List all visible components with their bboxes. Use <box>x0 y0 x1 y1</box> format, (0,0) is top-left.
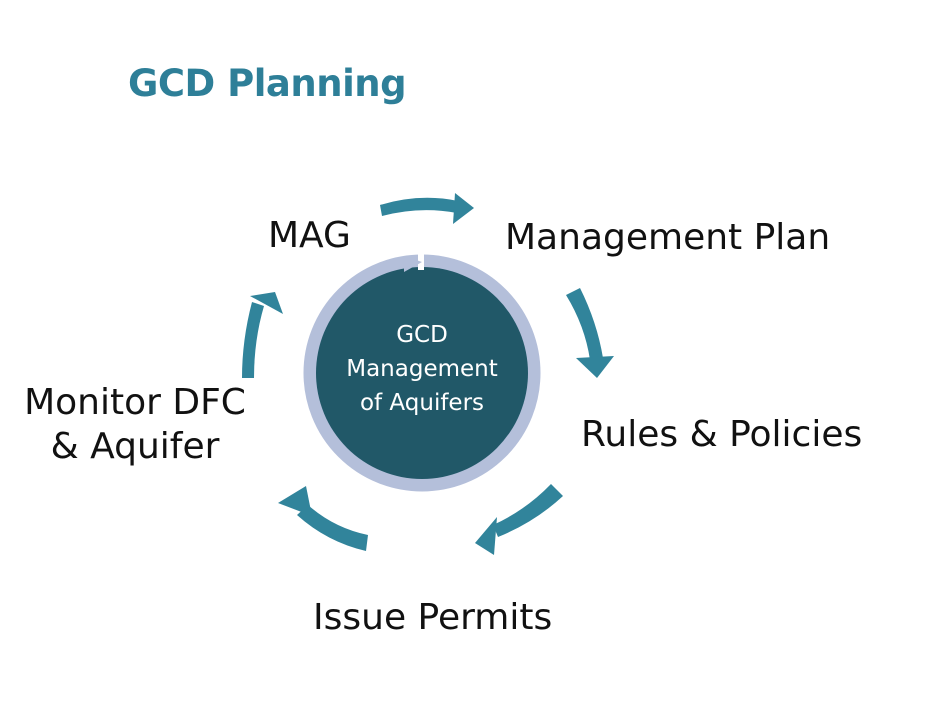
step-label-monitor: Monitor DFC & Aquifer <box>10 381 260 469</box>
center-label: GCD Management of Aquifers <box>322 318 522 420</box>
cycle-arrow-1-icon <box>380 193 474 224</box>
step-label-issue-permits: Issue Permits <box>313 597 553 638</box>
center-label-line: of Aquifers <box>359 390 485 416</box>
page-title: GCD Planning <box>128 62 407 105</box>
step-label-monitor-line: & Aquifer <box>50 426 220 467</box>
center-label-line: Management <box>346 356 498 382</box>
ring-arrowhead-icon <box>404 256 422 272</box>
step-label-management-plan: Management Plan <box>505 217 831 258</box>
step-label-mag: MAG <box>268 215 351 256</box>
cycle-arrow-3-icon <box>475 484 563 555</box>
ring-gap <box>418 250 424 270</box>
center-circle <box>316 267 528 479</box>
step-label-monitor-line: Monitor DFC <box>24 382 246 423</box>
center-label-line: GCD <box>396 322 448 348</box>
cycle-arrow-4-icon <box>278 486 368 551</box>
cycle-arrow-5-icon <box>242 292 283 378</box>
cycle-arrow-2-icon <box>566 288 614 378</box>
step-label-rules-policies: Rules & Policies <box>581 414 863 455</box>
